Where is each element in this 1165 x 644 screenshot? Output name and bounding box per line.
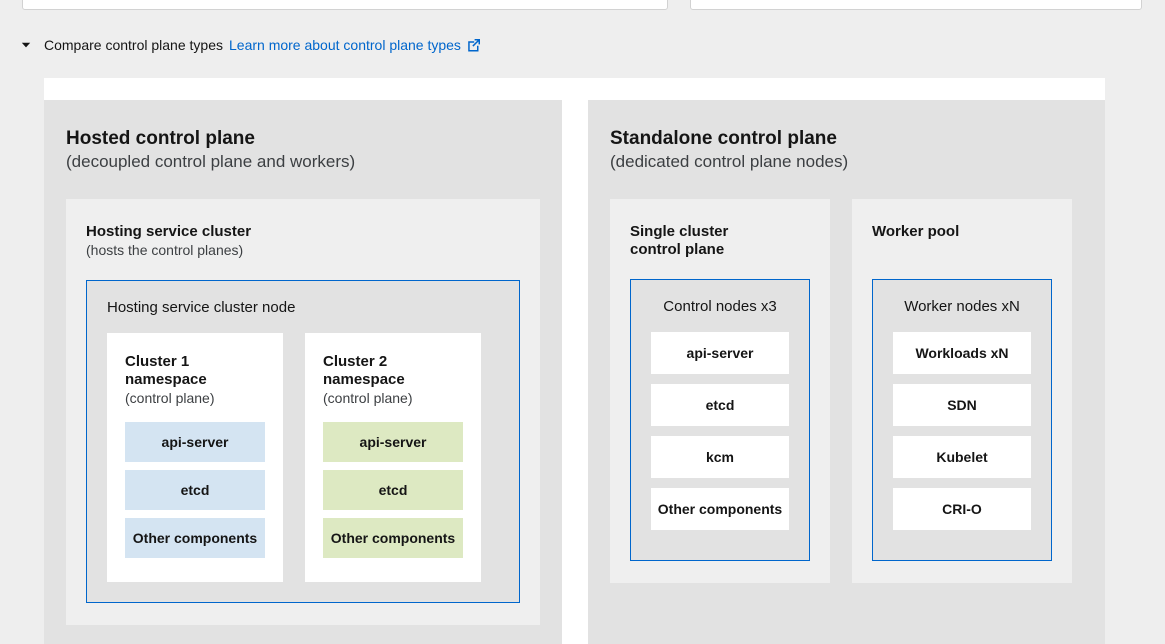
single-cluster-control-plane-panel: Single cluster control plane Control nod… xyxy=(610,199,830,583)
hosted-plane-title: Hosted control plane xyxy=(66,128,255,149)
component-box: kcm xyxy=(651,436,789,478)
standalone-control-plane-panel: Standalone control plane (dedicated cont… xyxy=(588,100,1105,644)
component-box: etcd xyxy=(651,384,789,426)
cluster-1-namespace-title-line1: Cluster 1 xyxy=(125,353,190,370)
hosting-service-cluster-panel: Hosting service cluster (hosts the contr… xyxy=(66,199,540,625)
single-cluster-title-line1: Single cluster xyxy=(630,223,729,240)
cluster-2-namespace-title-line1: Cluster 2 xyxy=(323,353,388,370)
worker-pool-panel: Worker pool Worker nodes xN Workloads xN… xyxy=(852,199,1072,583)
cluster-1-namespace-subtitle: (control plane) xyxy=(125,390,215,406)
component-box: Other components xyxy=(651,488,789,530)
control-nodes-box: Control nodes x3 api-server etcd kcm Oth… xyxy=(630,279,810,561)
hosting-service-cluster-node-title: Hosting service cluster node xyxy=(107,299,296,316)
control-plane-comparison-diagram: Hosted control plane (decoupled control … xyxy=(44,78,1105,644)
top-form-field-left[interactable] xyxy=(22,0,668,10)
top-form-field-right[interactable] xyxy=(690,0,1142,10)
compare-control-plane-types-section: Compare control plane types Learn more a… xyxy=(18,33,481,57)
chevron-down-icon[interactable] xyxy=(18,37,34,53)
hosted-plane-subtitle: (decoupled control plane and workers) xyxy=(66,152,356,171)
cluster-2-namespace-card: Cluster 2 namespace (control plane) api-… xyxy=(305,333,481,582)
cluster-2-namespace-title-line2: namespace xyxy=(323,371,405,388)
hosting-service-cluster-heading: Hosting service cluster (hosts the contr… xyxy=(86,223,520,260)
component-box: etcd xyxy=(323,470,463,510)
component-box: Other components xyxy=(125,518,265,558)
component-box: Workloads xN xyxy=(893,332,1031,374)
single-cluster-heading: Single cluster control plane xyxy=(630,223,810,259)
single-cluster-title-line2: control plane xyxy=(630,241,725,258)
standalone-plane-subtitle: (dedicated control plane nodes) xyxy=(610,152,849,171)
external-link-icon xyxy=(467,38,481,52)
learn-more-link[interactable]: Learn more about control plane types xyxy=(229,37,481,53)
worker-nodes-title: Worker nodes xN xyxy=(904,298,1020,315)
control-nodes-title: Control nodes x3 xyxy=(663,298,777,315)
component-box: CRI-O xyxy=(893,488,1031,530)
worker-pool-heading: Worker pool xyxy=(872,223,1052,259)
top-form-fields-row xyxy=(0,0,1165,10)
cluster-1-namespace-title-line2: namespace xyxy=(125,371,207,388)
worker-pool-title-line1: Worker pool xyxy=(872,223,960,240)
hosted-control-plane-panel: Hosted control plane (decoupled control … xyxy=(44,100,562,644)
worker-pool-title-line2 xyxy=(872,241,1052,259)
worker-nodes-box: Worker nodes xN Workloads xN SDN Kubelet… xyxy=(872,279,1052,561)
cluster-2-namespace-subtitle: (control plane) xyxy=(323,390,413,406)
component-box: api-server xyxy=(651,332,789,374)
component-box: api-server xyxy=(323,422,463,462)
learn-more-link-text: Learn more about control plane types xyxy=(229,37,461,53)
standalone-columns: Single cluster control plane Control nod… xyxy=(610,199,1083,583)
compare-label: Compare control plane types xyxy=(44,37,223,53)
hosting-service-cluster-subtitle: (hosts the control planes) xyxy=(86,242,244,258)
hosting-service-cluster-node: Hosting service cluster node Cluster 1 n… xyxy=(86,280,520,603)
component-box: etcd xyxy=(125,470,265,510)
component-box: api-server xyxy=(125,422,265,462)
cluster-namespace-columns: Cluster 1 namespace (control plane) api-… xyxy=(107,333,499,582)
component-box: Other components xyxy=(323,518,463,558)
component-box: Kubelet xyxy=(893,436,1031,478)
cluster-1-namespace-card: Cluster 1 namespace (control plane) api-… xyxy=(107,333,283,582)
component-box: SDN xyxy=(893,384,1031,426)
standalone-plane-title: Standalone control plane xyxy=(610,128,837,149)
hosting-service-cluster-title: Hosting service cluster xyxy=(86,223,252,240)
